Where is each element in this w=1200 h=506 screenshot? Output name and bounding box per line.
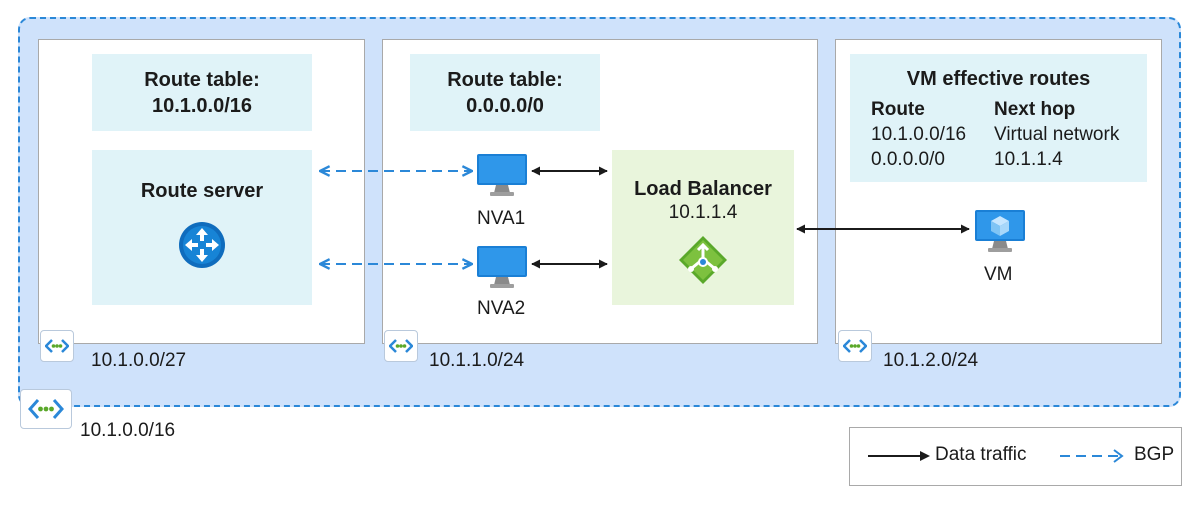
nva2-label: NVA2 [477, 298, 526, 319]
vnet-cidr: 10.1.0.0/16 [80, 420, 176, 441]
legend: Data traffic BGP [849, 427, 1182, 486]
subnet-badge-2 [384, 330, 418, 362]
route-server-panel: Route server [92, 150, 312, 305]
route-header: Route [871, 99, 925, 120]
route-table-panel: Route table: 0.0.0.0/0 [410, 54, 600, 131]
vnet-badge [20, 389, 72, 429]
next-hop-header: Next hop [994, 99, 1076, 120]
route-table-title: Route table: [144, 69, 260, 91]
load-balancer-panel: Load Balancer 10.1.1.4 [612, 150, 794, 305]
legend-data-arrow [868, 451, 930, 461]
route-row-1-next-hop: Virtual network [994, 124, 1120, 145]
subnet-vm: VM effective routes Route Next hop 10.1.… [835, 39, 1162, 344]
route-table-value: 10.1.0.0/16 [151, 95, 253, 117]
vm-label: VM [984, 264, 1013, 285]
subnet-2-cidr: 10.1.1.0/24 [429, 350, 525, 371]
legend-bgp: BGP [1134, 444, 1175, 465]
route-row-1-route: 10.1.0.0/16 [871, 124, 967, 145]
route-table-panel: Route table: 10.1.0.0/16 [92, 54, 312, 131]
route-table-title: Route table: [447, 69, 563, 91]
subnet-badge-1 [40, 330, 74, 362]
subnet-badge-3 [838, 330, 872, 362]
route-table-value: 0.0.0.0/0 [466, 95, 544, 117]
legend-data-traffic: Data traffic [935, 444, 1027, 465]
load-balancer-ip: 10.1.1.4 [668, 202, 738, 223]
vm-icon [975, 210, 1025, 252]
load-balancer-title: Load Balancer [634, 178, 772, 200]
load-balancer-icon [679, 236, 727, 284]
route-server-icon [179, 222, 225, 268]
subnet-nva: Route table: 0.0.0.0/0 Load Balancer 10.… [382, 39, 818, 344]
vnet-icon [45, 339, 69, 353]
effective-routes-title: VM effective routes [906, 68, 1091, 90]
route-row-2-route: 0.0.0.0/0 [871, 149, 945, 170]
nva2-monitor-icon [477, 246, 527, 288]
legend-bgp-arrow [1060, 449, 1124, 463]
subnet-3-cidr: 10.1.2.0/24 [883, 350, 979, 371]
route-server-label: Route server [140, 180, 264, 202]
subnet-1-cidr: 10.1.0.0/27 [91, 350, 187, 371]
route-row-2-next-hop: 10.1.1.4 [994, 149, 1063, 170]
nva1-monitor-icon [477, 154, 527, 196]
vnet-icon [28, 399, 64, 419]
nva1-label: NVA1 [477, 208, 526, 229]
effective-routes-panel: VM effective routes Route Next hop 10.1.… [850, 54, 1147, 182]
subnet-route-server: Route table: 10.1.0.0/16 Route server [38, 39, 365, 344]
vnet-icon [389, 339, 413, 353]
vnet-icon [843, 339, 867, 353]
